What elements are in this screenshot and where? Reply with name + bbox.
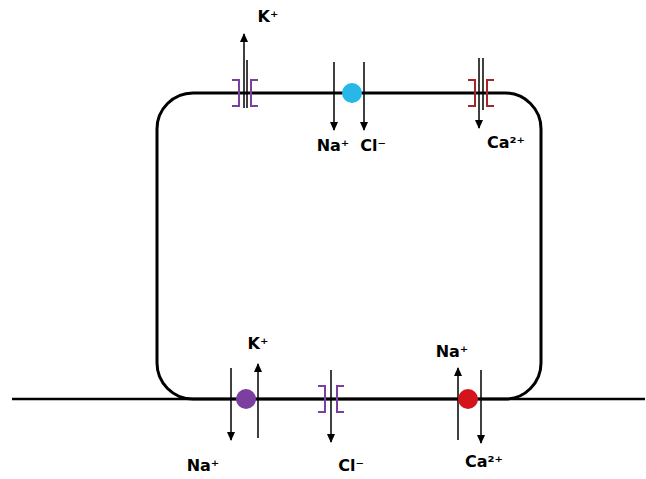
ion-label: Na⁺ — [436, 344, 469, 360]
ion-label: Na⁺ — [187, 458, 220, 474]
ion-label: K⁺ — [258, 9, 279, 25]
ion-label: Cl⁻ — [360, 138, 386, 154]
ion-label: Na⁺ — [317, 138, 350, 154]
ion-label: Ca²⁺ — [487, 135, 525, 151]
ion-label: Cl⁻ — [338, 458, 364, 474]
ion-label: K⁺ — [248, 336, 269, 352]
ion-label: Ca²⁺ — [465, 454, 503, 470]
